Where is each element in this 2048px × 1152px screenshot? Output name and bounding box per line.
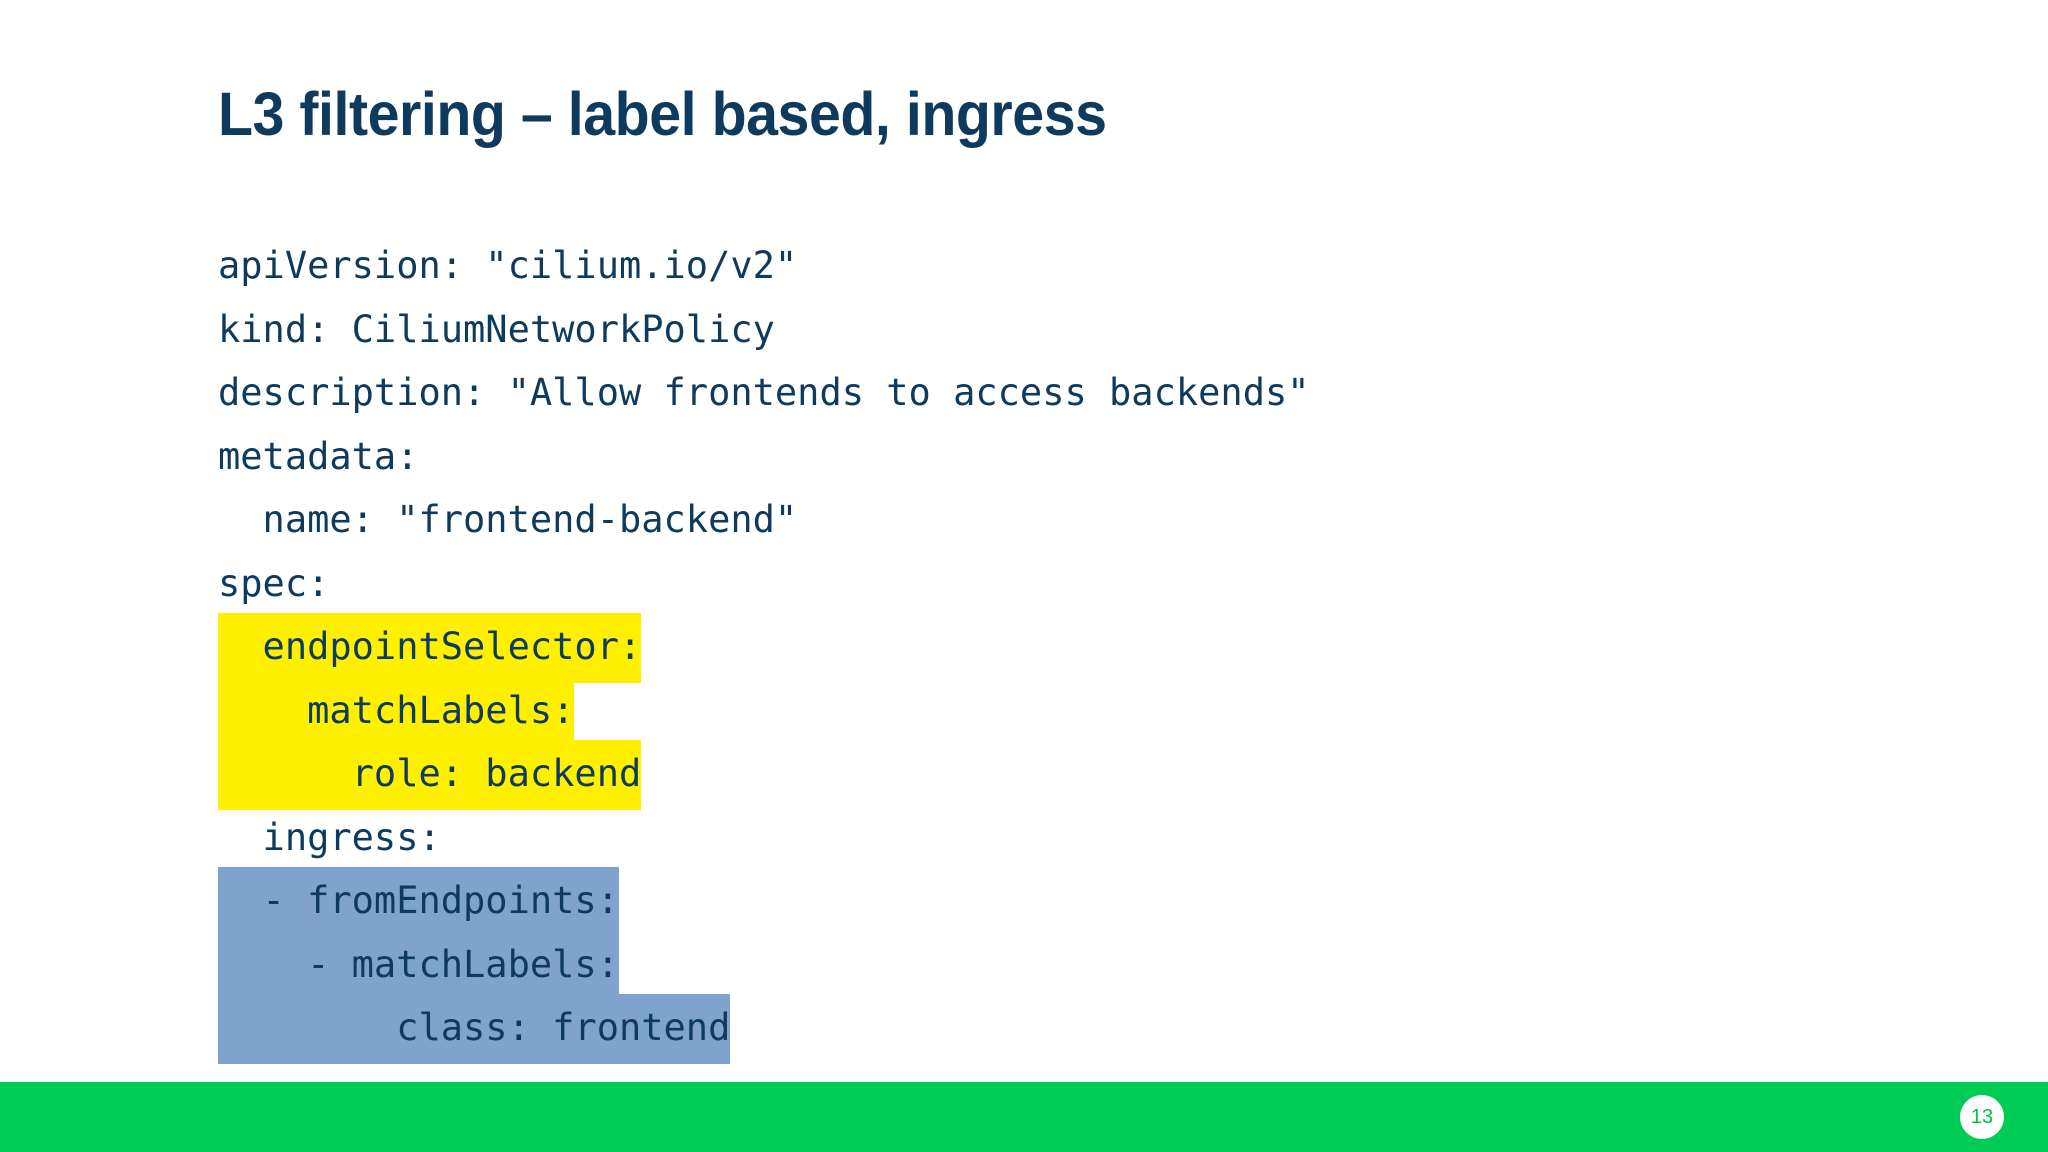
page-number-badge: 13: [1960, 1095, 2004, 1139]
page-title: L3 filtering – label based, ingress: [218, 80, 1107, 148]
code-line-text: kind: CiliumNetworkPolicy: [218, 307, 775, 351]
footer-bar: 13: [0, 1082, 2048, 1152]
code-line-text: spec:: [218, 561, 330, 605]
code-line: - fromEndpoints:: [218, 867, 1310, 937]
code-line-text: - matchLabels:: [218, 930, 619, 1000]
code-line-text: ingress:: [218, 815, 441, 859]
code-line-text: class: frontend: [218, 994, 731, 1064]
code-line-text: - fromEndpoints:: [218, 867, 619, 937]
code-line: spec:: [218, 550, 1310, 614]
code-line: - matchLabels:: [218, 930, 1310, 1000]
code-line-text: matchLabels:: [218, 676, 575, 746]
code-line-text: metadata:: [218, 434, 419, 478]
code-block: apiVersion: "cilium.io/v2" kind: CiliumNe…: [218, 232, 1310, 1064]
code-line-text: name: "frontend-backend": [218, 498, 798, 541]
code-line-text: role: backend: [218, 740, 642, 810]
code-line: name: "frontend-backend": [218, 486, 1310, 550]
code-line-text: endpointSelector:: [218, 613, 642, 683]
code-line-text: description: "Allow frontends to access …: [218, 371, 1310, 414]
code-line: metadata:: [218, 423, 1310, 487]
code-line: endpointSelector:: [218, 613, 1310, 683]
code-line: kind: CiliumNetworkPolicy: [218, 296, 1310, 360]
code-line: role: backend: [218, 740, 1310, 810]
code-line: apiVersion: "cilium.io/v2": [218, 232, 1310, 296]
code-line: ingress:: [218, 804, 1310, 868]
code-line-text: apiVersion: "cilium.io/v2": [218, 244, 798, 287]
code-line: matchLabels:: [218, 676, 1310, 746]
code-line: description: "Allow frontends to access …: [218, 359, 1310, 423]
code-line: class: frontend: [218, 994, 1310, 1064]
